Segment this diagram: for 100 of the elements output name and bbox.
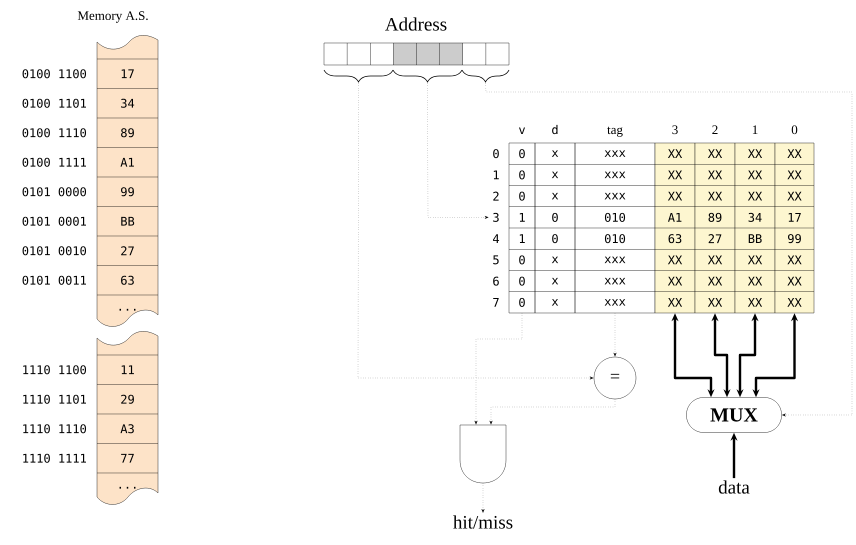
table-cell: 89 xyxy=(708,212,722,222)
table-cell: XX xyxy=(708,192,722,200)
signal-arrow xyxy=(614,313,616,356)
table-cell: 0 xyxy=(519,255,525,264)
memory-cell: 11 xyxy=(122,365,134,374)
table-cell: 1 xyxy=(520,234,525,243)
register-heading: Address xyxy=(385,17,446,31)
table-cell: XX xyxy=(748,192,762,200)
table-cell: 99 xyxy=(788,234,801,244)
memory-cell: 63 xyxy=(121,276,134,285)
table-cell: XX xyxy=(787,170,802,180)
table-cell: XX xyxy=(708,298,722,307)
table-cell: XX xyxy=(748,149,762,158)
memory-cell: A3 xyxy=(120,424,134,434)
table-cell: x xyxy=(552,299,558,306)
table-cell: BB xyxy=(748,234,762,243)
signal-arrow xyxy=(474,313,522,424)
table-cell: XX xyxy=(748,298,762,307)
table-cell: 010 xyxy=(604,234,626,244)
table-cell: XX xyxy=(787,192,802,200)
column-header: v xyxy=(518,127,526,134)
multiplexer: MUX xyxy=(686,397,782,433)
memory-cell: 34 xyxy=(121,98,134,108)
signal-arrow xyxy=(490,399,616,424)
memory-cell: ... xyxy=(120,486,136,489)
memory-cell: 17 xyxy=(122,69,134,78)
brace xyxy=(324,70,394,82)
memory-cell: 89 xyxy=(121,128,134,138)
table-cell: XX xyxy=(748,256,762,264)
table-cell: x xyxy=(552,172,558,178)
table-cell: 0 xyxy=(519,276,525,286)
table-cell: XX xyxy=(708,149,722,158)
memory-heading: Memory A.S. xyxy=(78,11,148,23)
column-header: tag xyxy=(607,126,623,137)
table-cell: XX xyxy=(668,276,682,286)
memory-cell: 29 xyxy=(121,394,134,404)
memory-cell: 77 xyxy=(121,454,134,463)
brace xyxy=(462,70,510,82)
table-cell: x xyxy=(552,192,558,200)
row-index: 2 xyxy=(493,192,499,201)
signal-arrow xyxy=(482,483,484,513)
address-label: 1110 1101 xyxy=(23,394,86,404)
table-cell: x xyxy=(552,256,558,264)
table-cell: 0 xyxy=(552,212,558,222)
table-cell: x xyxy=(552,278,558,284)
signal-arrow xyxy=(358,83,594,380)
table-cell: 010 xyxy=(604,212,626,222)
table-cell: XX xyxy=(708,170,722,180)
brace xyxy=(392,70,462,82)
signal-arrow xyxy=(485,83,852,416)
table-cell: XX xyxy=(668,256,682,264)
table-cell: XX xyxy=(668,170,682,180)
column-header: d xyxy=(552,124,558,134)
table-cell: 0 xyxy=(519,149,525,158)
address-label: 0100 1110 xyxy=(22,128,86,138)
table-cell: xxx xyxy=(604,192,626,200)
address-label: 0100 1111 xyxy=(22,158,86,167)
address-label: 0101 0010 xyxy=(22,246,86,256)
signal-arrow xyxy=(427,83,488,219)
table-cell: XX xyxy=(708,276,722,286)
and-gate xyxy=(460,424,506,484)
table-cell: xxx xyxy=(604,172,626,178)
address-label: 0100 1100 xyxy=(22,69,86,78)
table-cell: XX xyxy=(668,192,682,200)
row-index: 7 xyxy=(493,298,499,307)
table-cell: 17 xyxy=(788,213,801,222)
column-header: 3 xyxy=(672,125,678,134)
row-index: 6 xyxy=(493,276,499,286)
address-label: 1110 1110 xyxy=(23,424,86,434)
table-cell: 27 xyxy=(708,234,722,244)
table-cell: 63 xyxy=(668,234,682,244)
address-label: 0101 0000 xyxy=(22,187,86,196)
memory-cell: ... xyxy=(120,308,136,311)
address-label: 0100 1101 xyxy=(22,98,86,108)
table-cell: XX xyxy=(787,149,802,158)
row-index: 3 xyxy=(493,212,499,222)
row-index: 0 xyxy=(493,149,499,158)
memory-cell: 27 xyxy=(121,246,134,256)
address-label: 1110 1100 xyxy=(23,365,86,374)
table-cell: XX xyxy=(748,170,762,180)
table-cell: 0 xyxy=(519,170,525,180)
table-cell: 34 xyxy=(748,212,762,222)
table-cell: XX xyxy=(708,256,722,264)
row-index: 4 xyxy=(493,234,500,243)
table-cell: XX xyxy=(668,149,682,158)
column-header: 2 xyxy=(712,125,718,134)
table-cell: 0 xyxy=(519,192,525,201)
table-cell: xxx xyxy=(604,150,626,157)
table-cell: 0 xyxy=(552,234,558,244)
row-index: 1 xyxy=(494,170,499,180)
memory-cell: BB xyxy=(121,216,134,226)
column-header: 0 xyxy=(792,125,798,134)
address-label: 0101 0011 xyxy=(22,276,86,285)
signal-label: hit/miss xyxy=(453,515,512,529)
table-cell: xxx xyxy=(604,256,626,264)
table-cell: A1 xyxy=(668,213,682,222)
table-cell: xxx xyxy=(604,278,626,284)
table-cell: x xyxy=(552,150,558,157)
address-label: 1110 1111 xyxy=(23,454,86,463)
memory-cell: A1 xyxy=(120,158,134,167)
